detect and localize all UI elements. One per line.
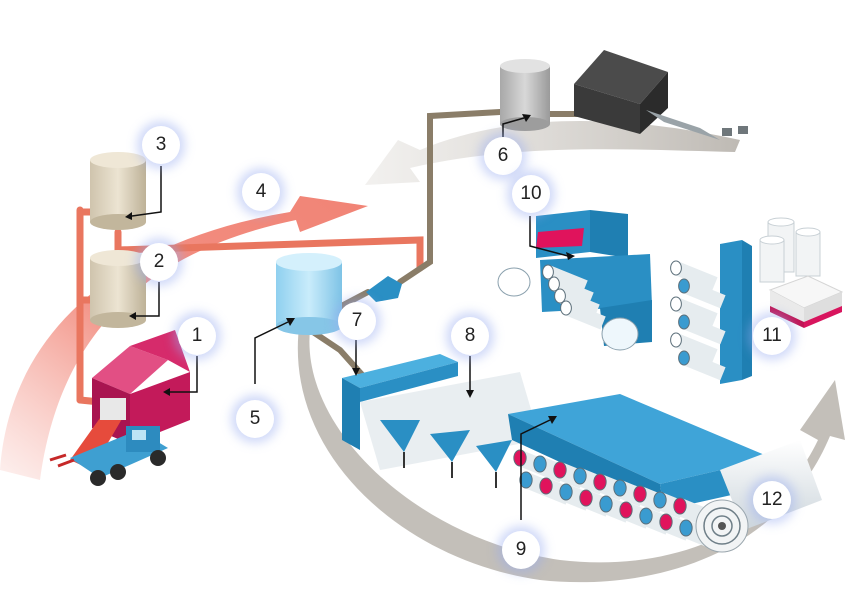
marker-10-label: 10 xyxy=(520,183,542,204)
marker-5-label: 5 xyxy=(249,408,261,429)
marker-8: 8 xyxy=(451,317,489,355)
slitter-rewinder xyxy=(720,240,752,384)
finishing-roll xyxy=(560,300,606,330)
slitter-roll xyxy=(678,350,726,381)
marker-10: 10 xyxy=(512,175,550,213)
marker-3-label: 3 xyxy=(155,134,167,155)
marker-6: 6 xyxy=(484,137,522,175)
mixing-nozzle xyxy=(366,276,402,302)
slitter-roll xyxy=(670,296,718,327)
marker-9-label: 9 xyxy=(515,539,527,560)
slitter-roll xyxy=(678,314,726,345)
marker-8-label: 8 xyxy=(464,325,476,346)
slitter-roll xyxy=(670,332,718,363)
wire-section xyxy=(360,372,540,488)
marker-4-label: 4 xyxy=(255,181,267,202)
marker-4: 4 xyxy=(242,173,280,211)
paper-stack xyxy=(768,275,844,328)
marker-12-label: 12 xyxy=(761,489,783,510)
finishing-rolls xyxy=(542,264,606,330)
marker-6-label: 6 xyxy=(497,145,509,166)
pulp-flow-arrow xyxy=(0,196,368,480)
marker-2-label: 2 xyxy=(153,251,165,272)
recycle-flow-arrow-bottom xyxy=(297,320,845,583)
slitter-roll xyxy=(670,260,718,291)
headbox xyxy=(342,354,458,450)
marker-7-label: 7 xyxy=(351,310,363,331)
marker-12: 12 xyxy=(753,481,791,519)
recycle-flow-arrow-top xyxy=(365,121,740,185)
marker-3: 3 xyxy=(142,126,180,164)
marker-7: 7 xyxy=(338,302,376,340)
water-silo xyxy=(500,59,550,131)
treatment-building xyxy=(574,50,748,140)
leader-arrowheads xyxy=(125,114,575,424)
marker-11-label: 11 xyxy=(762,325,782,346)
pulp-tank-lower xyxy=(90,250,146,328)
dryer-rolls xyxy=(513,449,732,553)
marker-2: 2 xyxy=(140,243,178,281)
marker-1-label: 1 xyxy=(191,325,203,346)
slitter-rolls xyxy=(670,260,726,381)
marker-11: 11 xyxy=(753,317,791,355)
log-truck xyxy=(49,426,168,486)
marker-1: 1 xyxy=(178,317,216,355)
leader-lines xyxy=(131,117,569,520)
finished-rolls xyxy=(759,217,821,283)
pulp-tank-upper xyxy=(90,152,146,230)
slitter-roll xyxy=(678,278,726,309)
marker-9: 9 xyxy=(502,531,540,569)
marker-5: 5 xyxy=(236,400,274,438)
